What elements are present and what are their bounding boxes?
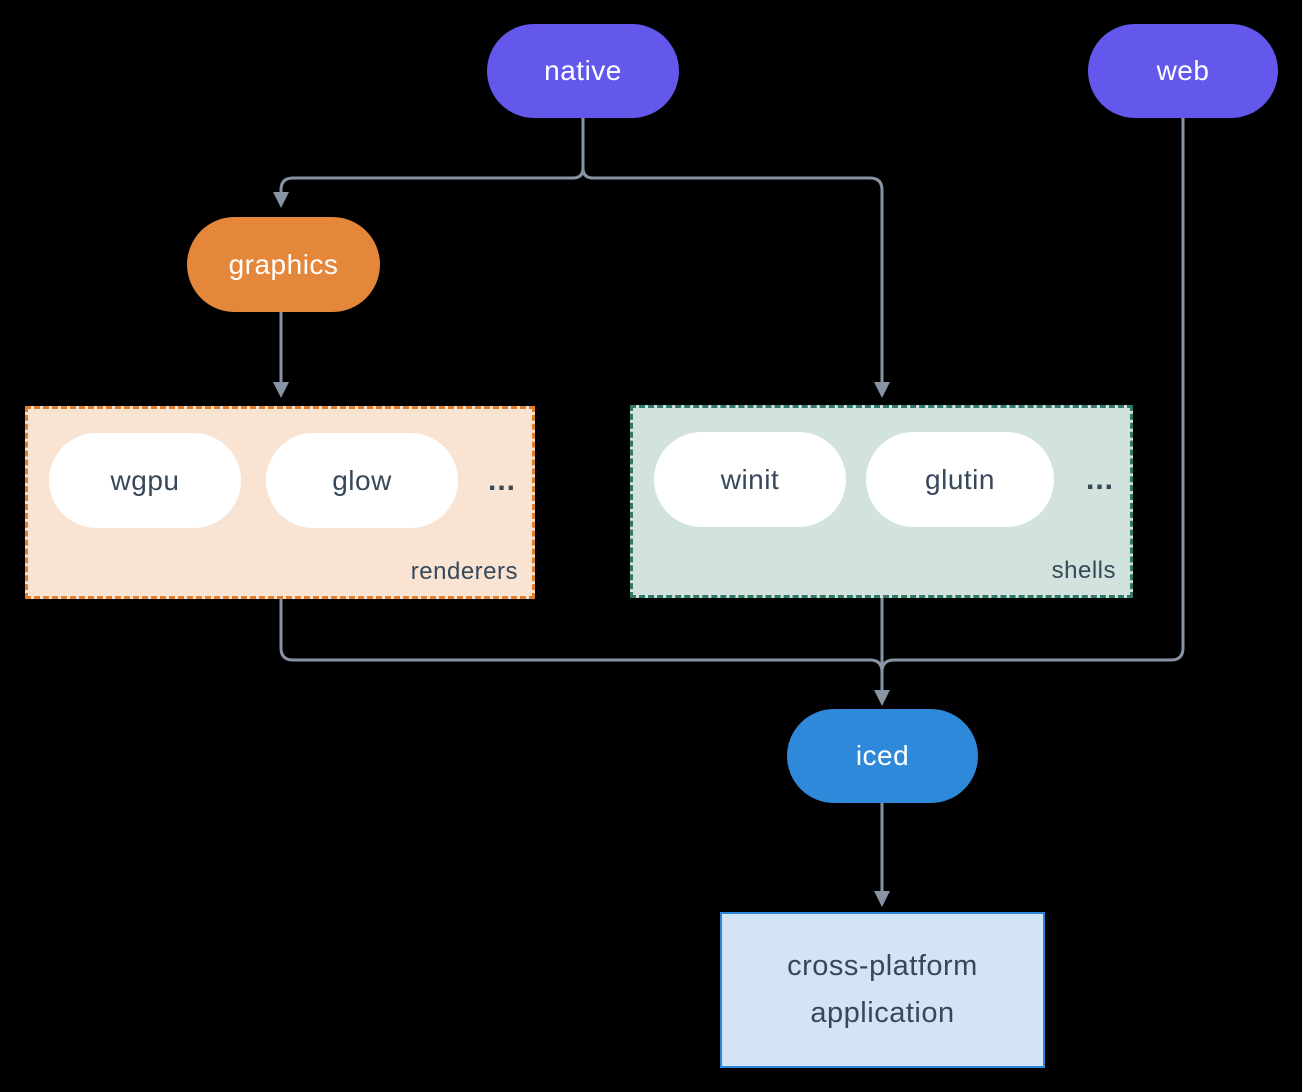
node-app-label-line2: application xyxy=(810,997,955,1029)
node-cross-platform-application: cross-platform application xyxy=(720,912,1045,1068)
node-native: native xyxy=(487,24,679,118)
group-shells: winit glutin ... shells xyxy=(630,405,1133,598)
arrowhead-application xyxy=(874,891,890,907)
pill-glow: glow xyxy=(266,433,458,528)
shells-group-label: shells xyxy=(1051,557,1116,584)
group-renderers: wgpu glow ... renderers xyxy=(25,406,535,599)
node-graphics-label: graphics xyxy=(228,248,339,280)
node-web-label: web xyxy=(1156,55,1210,86)
renderers-ellipsis: ... xyxy=(487,463,516,497)
node-web: web xyxy=(1088,24,1278,118)
arrowhead-renderers xyxy=(273,382,289,398)
arrowhead-iced xyxy=(874,690,890,706)
pill-wgpu: wgpu xyxy=(49,433,241,528)
arrowhead-graphics xyxy=(273,192,289,208)
edge-native-graphics xyxy=(279,118,585,193)
node-app-label-line1: cross-platform xyxy=(787,950,978,982)
pill-glutin: glutin xyxy=(866,432,1054,527)
node-iced-label: iced xyxy=(855,740,910,771)
edge-renderers-merge xyxy=(279,599,884,673)
renderers-group-label: renderers xyxy=(410,558,518,585)
node-iced: iced xyxy=(787,709,978,803)
pill-winit-label: winit xyxy=(720,463,780,495)
pill-glutin-label: glutin xyxy=(925,463,995,495)
pill-winit: winit xyxy=(654,432,846,527)
pill-wgpu-label: wgpu xyxy=(110,464,180,496)
pill-glow-label: glow xyxy=(332,464,392,496)
node-native-label: native xyxy=(544,55,622,86)
node-graphics: graphics xyxy=(187,217,380,312)
edge-native-shells xyxy=(581,167,884,383)
shells-ellipsis: ... xyxy=(1085,462,1114,496)
arrowhead-shells xyxy=(874,382,890,398)
